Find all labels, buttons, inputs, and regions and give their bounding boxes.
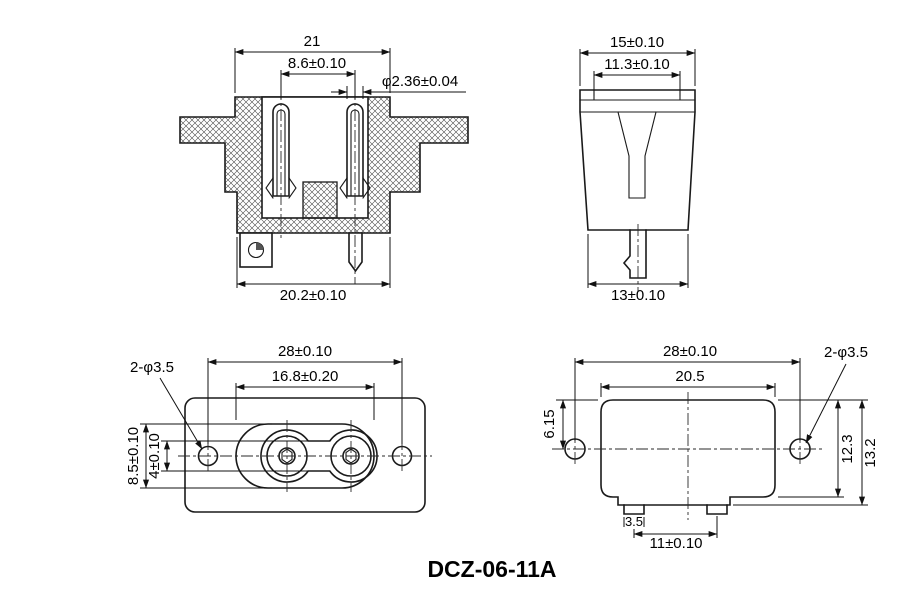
side-body-outline [579,89,696,231]
dim-label-16-8: 16.8±0.20 [272,368,339,385]
dim-label-front-holes: 2-φ3.5 [130,359,174,376]
dim-rear-total-height: 13.2 [733,399,879,506]
section-view: 21 8.6±0.10 φ2.36±0.04 20.2±0.10 [179,33,469,304]
dim-rear-hole-offset: 6.15 [541,399,598,450]
rear-view: 28±0.10 20.5 2-φ3.5 6.15 12.3 13 [541,343,879,552]
label-front-mount-holes: 2-φ3.5 [130,359,203,450]
dim-label-8-5: 8.5±0.10 [125,427,142,485]
dim-label-rear-28: 28±0.10 [663,343,717,360]
dim-label-13: 13±0.10 [611,287,665,304]
dim-label-6-15: 6.15 [541,409,558,438]
rear-legs [623,504,728,515]
dim-rear-body-width: 20.5 [600,368,776,397]
dim-label-20-2: 20.2±0.10 [280,287,347,304]
terminal-hole-sector [256,242,264,250]
dim-label-pitch: 8.6±0.10 [288,55,346,72]
side-cap-lines [579,89,696,113]
dim-label-15: 15±0.10 [610,34,664,51]
dim-side-width-bottom: 13±0.10 [587,234,689,304]
section-center-divider [302,181,338,219]
dim-front-opening-height: 8.5±0.10 [125,423,272,489]
dim-label-21: 21 [304,33,321,50]
dim-front-hole-spacing: 28±0.10 [207,343,403,444]
dim-pin-diameter: φ2.36±0.04 [331,73,466,99]
dim-rear-body-height: 12.3 [778,399,868,498]
front-flange-outline [184,397,426,513]
dim-side-width-top: 15±0.10 [579,34,696,86]
dim-label-4: 4±0.10 [146,433,163,479]
front-inner-contour [260,429,378,483]
dim-rear-leg-spacing: 11±0.10 [633,516,718,552]
front-centerlines [178,420,432,492]
dim-rear-leg-width: 3.5 [623,514,645,529]
side-leg [622,229,647,279]
rear-centerlines [552,392,823,520]
dim-front-opening-width: 16.8±0.20 [235,368,375,420]
dim-label-front-28: 28±0.10 [278,343,332,360]
label-rear-mount-holes: 2-φ3.5 [805,344,868,444]
dim-rear-hole-spacing: 28±0.10 [574,343,801,441]
side-view: 15±0.10 11.3±0.10 13±0.10 [579,34,696,304]
dim-section-width-bottom: 20.2±0.10 [236,237,391,304]
dim-side-width-cap: 11.3±0.10 [593,56,681,96]
dim-label-rear-holes: 2-φ3.5 [824,344,868,361]
dim-front-waist-height: 4±0.10 [146,433,308,479]
dim-label-pin-dia: φ2.36±0.04 [382,73,458,90]
contact-pin-right [339,103,371,199]
dim-section-width-top: 21 [234,33,391,93]
solder-tab [348,232,363,273]
dim-label-20-5: 20.5 [675,368,704,385]
dim-label-11-3: 11.3±0.10 [604,56,670,73]
dim-label-3-5: 3.5 [625,514,643,529]
front-view: 28±0.10 16.8±0.20 2-φ3.5 8.5±0.10 4±0.10 [125,343,432,513]
dim-pin-pitch: 8.6±0.10 [280,55,356,99]
dim-label-12-3: 12.3 [839,434,856,463]
part-number-title: DCZ-06-11A [427,556,556,582]
side-cavity-funnel [617,111,657,199]
dim-label-11: 11±0.10 [650,535,703,552]
dim-label-13-2: 13.2 [862,438,879,467]
rear-body-outline [600,399,776,506]
